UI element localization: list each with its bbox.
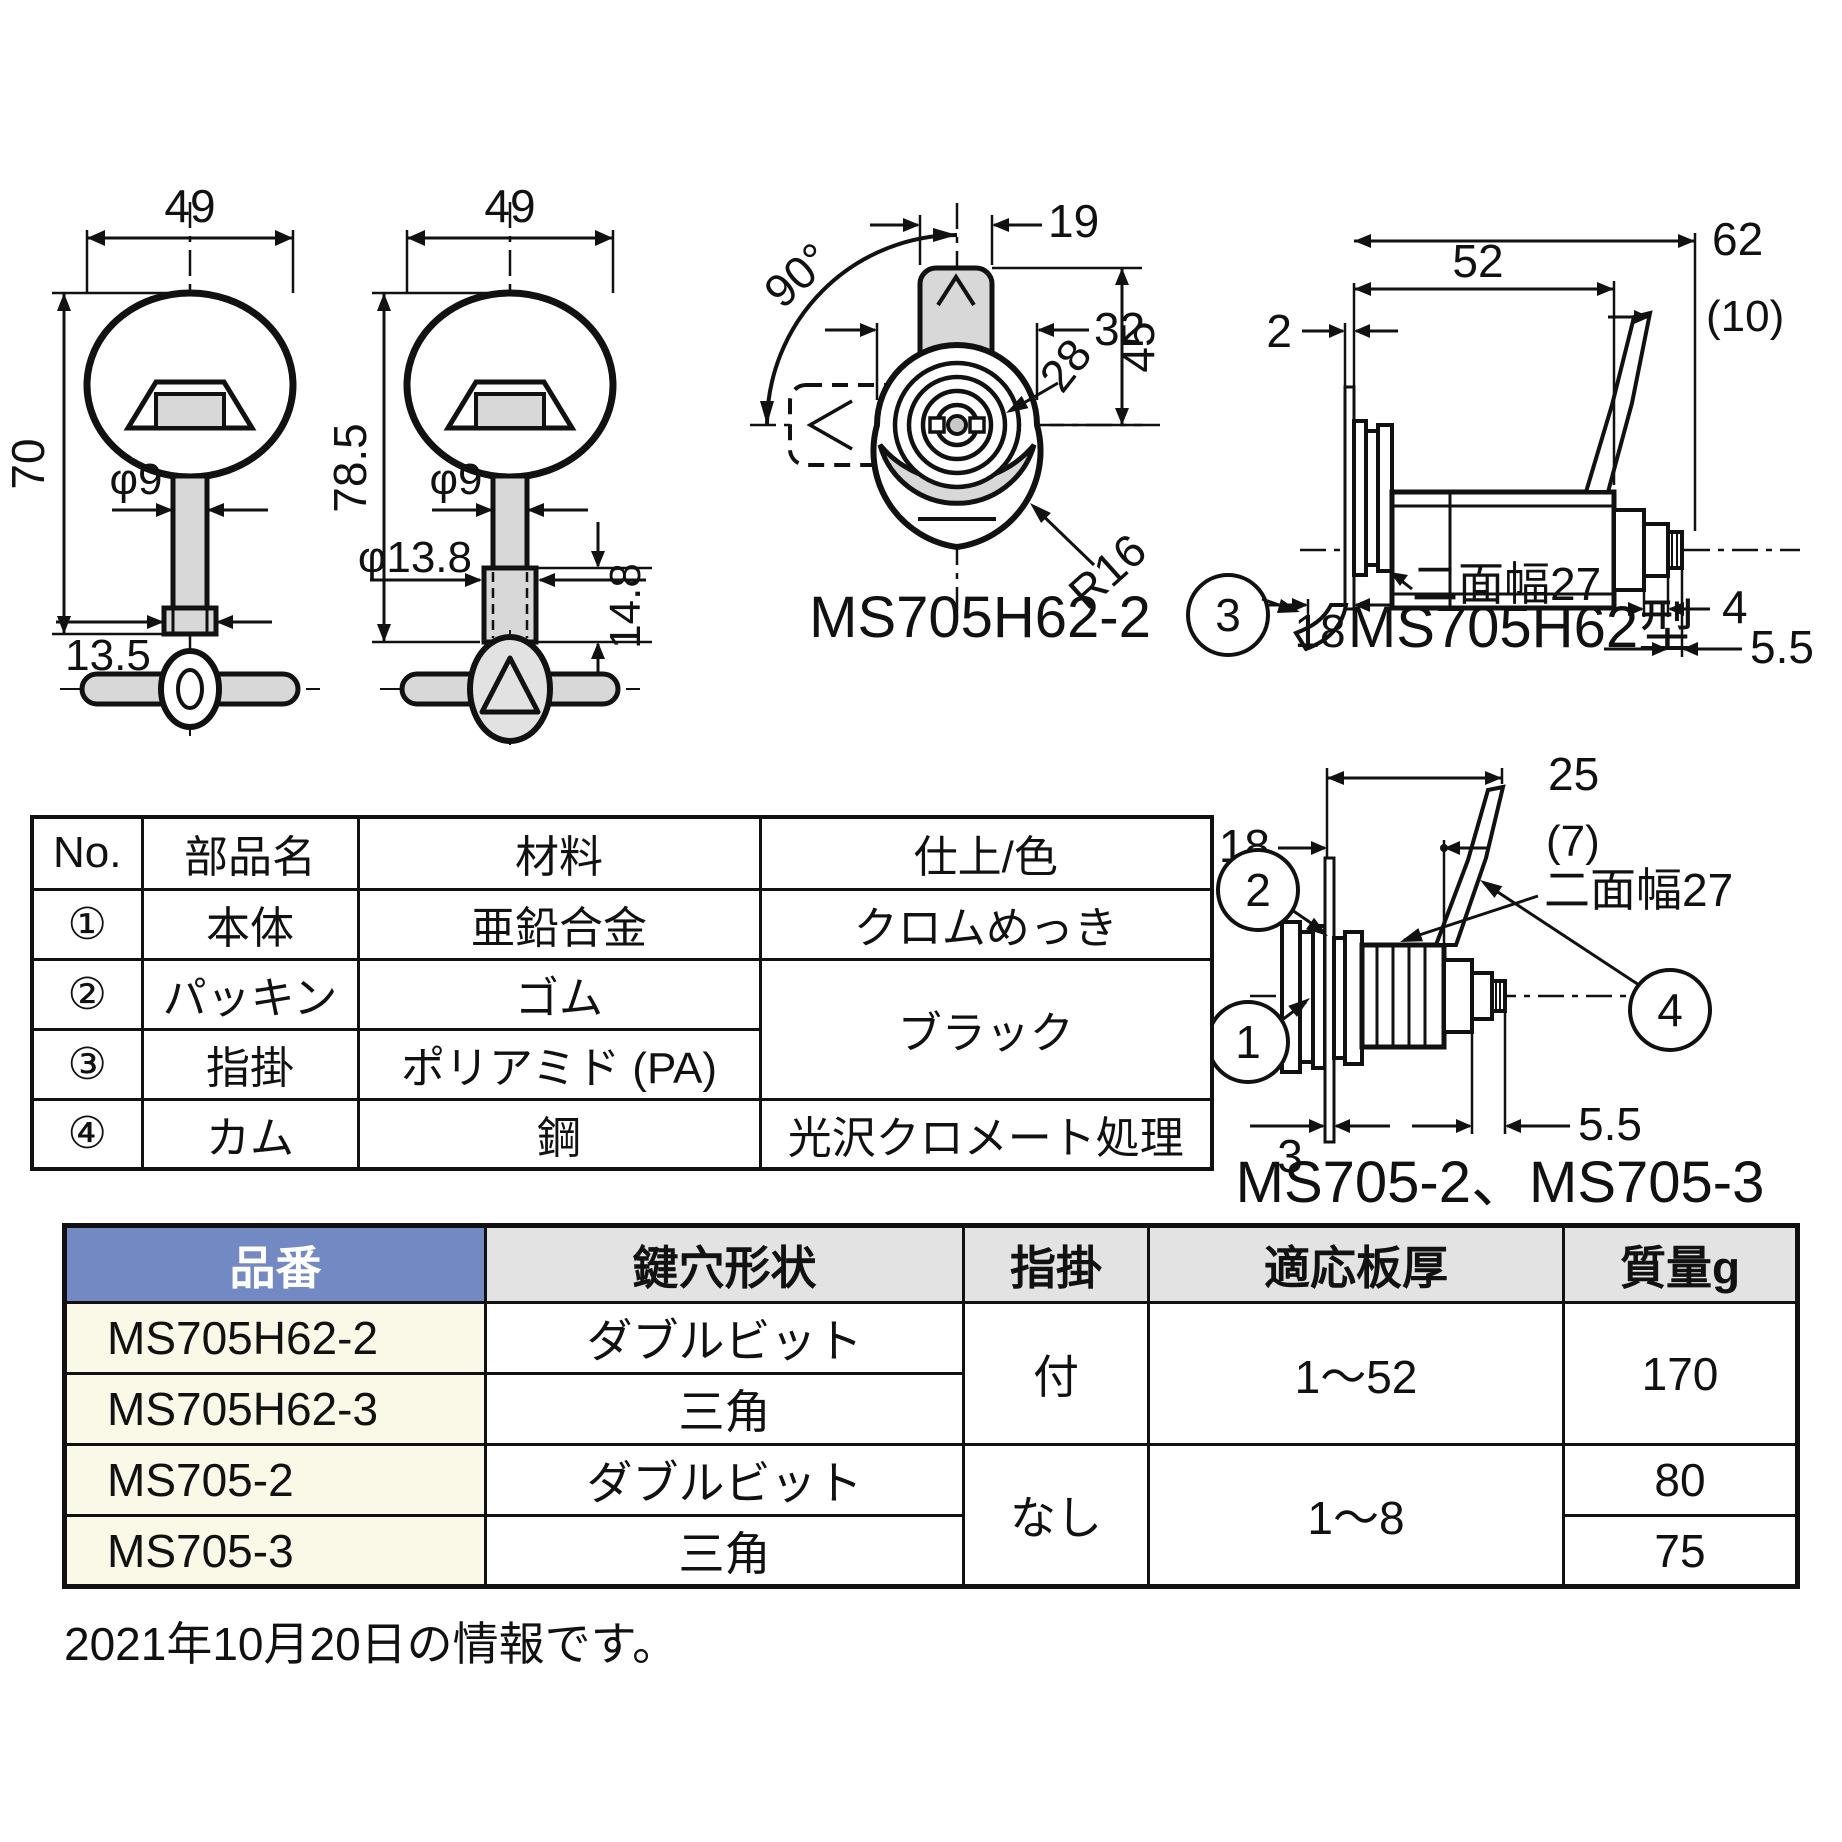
part-name: カム <box>140 1097 360 1171</box>
dim-key2-width: 49 <box>484 180 535 232</box>
spec-model: MS705H62-2 <box>63 1301 487 1375</box>
dim-h62-total-length: 62 <box>1712 213 1763 265</box>
spec-row: MS705-3 三角 75 <box>63 1514 1799 1588</box>
dim-key1-length: 70 <box>2 438 54 489</box>
balloon-hook: 3 <box>1215 589 1241 641</box>
key-triangle-drawing: 49 78.5 φ9 14.8 φ13.8 <box>324 180 652 748</box>
parts-header-no: No. <box>30 815 144 891</box>
dim-key2-tip-dia: φ13.8 <box>358 533 472 582</box>
part-no: ① <box>30 887 144 961</box>
spec-keyway: ダブルビット <box>484 1443 965 1517</box>
balloon-packing: 2 <box>1245 864 1271 916</box>
spec-row: MS705H62-3 三角 <box>63 1372 1798 1446</box>
spec-row: MS705-2 ダブルビット なし 1～8 80 <box>63 1443 1799 1588</box>
footnote: 2021年10月20日の情報です。 <box>64 1618 679 1670</box>
dim-key2-stem: φ9 <box>429 455 482 504</box>
side-view-ms705-caption: MS705-2、MS705-3 <box>1236 1150 1765 1215</box>
dim-key1-stem: φ9 <box>109 455 162 504</box>
part-material: 亜鉛合金 <box>356 887 762 961</box>
dim-front-face-width: 32 <box>1094 303 1145 355</box>
spec-header-model: 品番 <box>63 1224 487 1304</box>
spec-hook: 付 <box>962 1301 1150 1446</box>
spec-thickness: 1～52 <box>1147 1301 1565 1446</box>
spec-header-hook: 指掛 <box>962 1224 1150 1304</box>
spec-table: 品番 鍵穴形状 指掛 適応板厚 質量g MS705H62-2 ダブルビット 付 … <box>62 1223 1800 1589</box>
side-view-ms705-drawing: 25 (7) 18 二面幅27 2 1 4 3 <box>1206 748 1765 1215</box>
spec-header-thickness: 適応板厚 <box>1147 1224 1565 1304</box>
dim-ms705-tip: 5.5 <box>1578 1098 1642 1150</box>
spec-row: MS705H62-2 ダブルビット 付 1～52 170 <box>63 1301 1799 1446</box>
spec-keyway: 三角 <box>484 1514 965 1588</box>
balloon-body: 1 <box>1235 1016 1261 1068</box>
spec-weight: 80 <box>1562 1443 1799 1517</box>
parts-row-cam: ④ カム 鋼 光沢クロメート処理 <box>30 1097 1214 1171</box>
dim-key2-length: 78.5 <box>324 423 376 513</box>
spec-thickness: 1～8 <box>1147 1443 1565 1588</box>
dim-h62-lever-length: (10) <box>1706 292 1784 341</box>
spec-model: MS705H62-3 <box>63 1372 487 1446</box>
dim-front-face-depth: 28 <box>1029 329 1101 401</box>
dim-front-offset: 19 <box>1048 195 1099 247</box>
dim-h62-hook-length: 18 <box>1294 605 1345 657</box>
spec-keyway: 三角 <box>484 1372 965 1446</box>
dim-h62-body-length: 52 <box>1452 235 1503 287</box>
parts-row-hook: ③ 指掛 ポリアミド (PA) <box>30 1027 1212 1101</box>
part-name: 指掛 <box>140 1027 360 1101</box>
part-no: ② <box>30 957 144 1031</box>
parts-row-packing: ② パッキン ゴム ブラック <box>30 957 1214 1101</box>
spec-header-keyway: 鍵穴形状 <box>484 1224 965 1304</box>
label-h62-flats: 二面幅27 <box>1412 558 1601 610</box>
part-finish: クロムめっき <box>758 887 1214 961</box>
part-no: ③ <box>30 1027 144 1101</box>
part-material: ポリアミド (PA) <box>356 1027 762 1101</box>
parts-table: No. 部品名 材料 仕上/色 ① 本体 亜鉛合金 クロムめっき ② パッキン … <box>30 815 1214 1171</box>
balloon-cam: 4 <box>1657 984 1683 1036</box>
part-name: パッキン <box>140 957 360 1031</box>
dim-h62-panel: 2 <box>1266 305 1292 357</box>
spec-weight: 75 <box>1562 1514 1799 1588</box>
dim-ms705-total: 25 <box>1548 748 1599 800</box>
side-view-h62-caption: MS705H62型 <box>1348 595 1696 660</box>
parts-row-body: ① 本体 亜鉛合金 クロムめっき <box>30 887 1214 961</box>
spec-weight: 170 <box>1562 1301 1799 1446</box>
dim-key1-width: 49 <box>164 180 215 232</box>
spec-model: MS705-2 <box>63 1443 487 1517</box>
part-finish: 光沢クロメート処理 <box>758 1097 1214 1171</box>
part-no: ④ <box>30 1097 144 1171</box>
part-finish: ブラック <box>758 957 1214 1101</box>
key-double-bit-drawing: 49 70 φ9 13.5 <box>2 180 320 736</box>
part-name: 本体 <box>140 887 360 961</box>
front-view-caption: MS705H62-2 <box>809 585 1151 650</box>
dim-key2-tip-length: 14.8 <box>601 563 650 649</box>
parts-header-material: 材料 <box>356 815 762 891</box>
dim-ms705-panel: 3 <box>1277 1130 1303 1182</box>
label-ms705-flats: 二面幅27 <box>1544 864 1733 916</box>
parts-header-finish: 仕上/色 <box>758 815 1214 891</box>
parts-header-name: 部品名 <box>140 815 360 891</box>
dim-front-rotation: 90° <box>754 233 840 318</box>
dim-front-height: 45 <box>1112 321 1164 372</box>
dim-h62-tip: 5.5 <box>1750 621 1814 673</box>
front-view-drawing: 90° 19 32 28 45 R16 MS705H62-2 <box>750 195 1164 650</box>
part-material: 鋼 <box>356 1097 762 1171</box>
spec-model: MS705-3 <box>63 1514 487 1588</box>
spec-keyway: ダブルビット <box>484 1301 965 1375</box>
spec-header-weight: 質量g <box>1562 1224 1799 1304</box>
dim-h62-step: 4 <box>1722 581 1748 633</box>
dim-ms705-lever: (7) <box>1546 817 1600 866</box>
spec-hook: なし <box>962 1443 1150 1588</box>
part-material: ゴム <box>356 957 762 1031</box>
side-view-h62-drawing: 2 52 62 (10) 二面幅27 3 18 <box>1186 213 1814 673</box>
